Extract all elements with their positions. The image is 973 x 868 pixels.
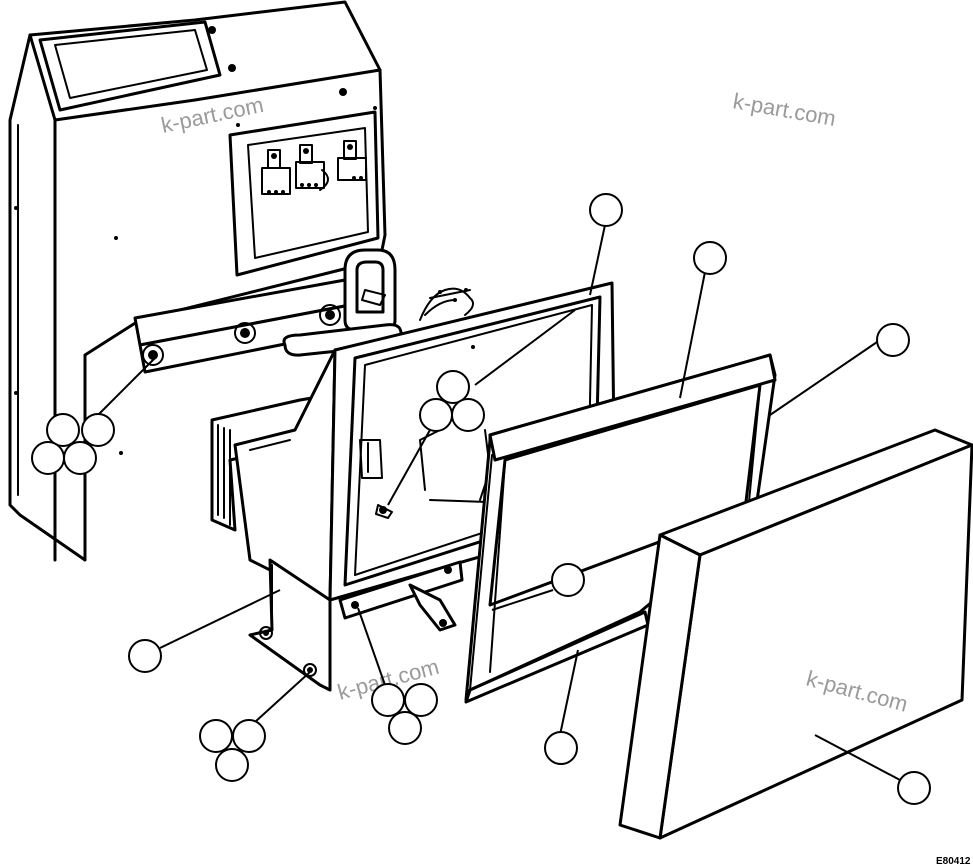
callout-screen-mesh: [551, 563, 585, 597]
mounting-bracket: [248, 558, 457, 692]
callouts: [31, 193, 931, 805]
hinge-rail: [133, 278, 357, 374]
switch-3: [337, 140, 367, 181]
callout-cluster-bracket-bolts: [199, 719, 266, 782]
filter-panel: [618, 428, 973, 840]
callout-cluster-hinge-bolts: [371, 683, 438, 745]
callout-cluster-center-fasteners: [419, 370, 485, 432]
watermark-2: k-part.com: [731, 88, 838, 131]
callout-filter-panel: [876, 323, 910, 357]
callout-cluster-left-bolts: [31, 413, 115, 475]
switch-2: [295, 144, 329, 191]
callout-frame-bottom: [544, 731, 578, 765]
callout-outer-frame: [693, 241, 727, 275]
control-panel: [228, 110, 380, 277]
drawing-code: E80412: [936, 856, 971, 867]
callout-frame-gasket: [589, 193, 623, 227]
leader-lines: [97, 224, 901, 781]
switch-1: [261, 149, 291, 195]
callout-bracket: [128, 639, 162, 673]
wiring-bundle: [419, 287, 475, 321]
callout-filter-element: [897, 771, 931, 805]
